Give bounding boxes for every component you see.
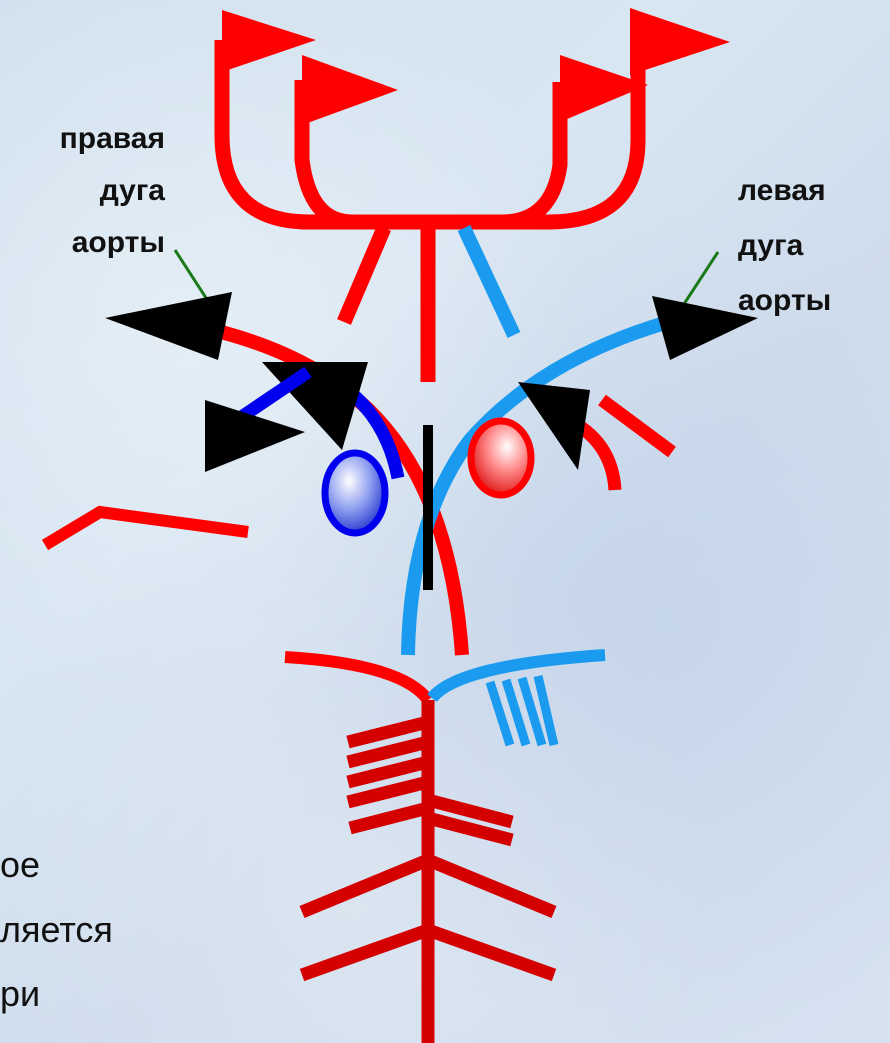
left-arch-curve — [408, 322, 668, 655]
flag-inner-left — [302, 55, 398, 125]
blue-comb — [490, 676, 554, 745]
pointer-left-arch — [684, 252, 718, 304]
right-arch-arrowhead — [105, 292, 232, 360]
body-text-fragment-3: ри — [0, 973, 40, 1014]
left-arch-label-line2: дуга — [738, 229, 804, 262]
red-junction-arc — [285, 657, 428, 700]
left-arch-label-line3: аорты — [738, 284, 831, 317]
right-red-arrows — [518, 382, 672, 490]
flag-outer-left — [222, 10, 316, 72]
blue-junction-arc — [432, 655, 605, 698]
red-bent-line — [45, 512, 248, 545]
red-blood-cell — [471, 421, 531, 495]
body-text-fragment-2: ляется — [0, 909, 113, 950]
right-arch-label-line3: аорты — [72, 226, 165, 259]
blue-blood-cell — [325, 453, 385, 533]
right-arch-label-line1: правая — [60, 122, 165, 155]
left-arch-label-line1: левая — [738, 174, 826, 207]
flag-outer-right — [630, 8, 730, 75]
red-diagonal — [602, 400, 672, 452]
right-arch-label-line2: дуга — [100, 174, 166, 207]
blue-carotid-stem — [464, 228, 514, 335]
left-carotid-stem — [344, 228, 384, 322]
body-text-fragment-1: ое — [0, 844, 40, 885]
dorsal-aorta — [302, 700, 554, 1043]
left-red-fragment — [45, 512, 248, 545]
inner-right-carotid-curve — [502, 82, 560, 222]
